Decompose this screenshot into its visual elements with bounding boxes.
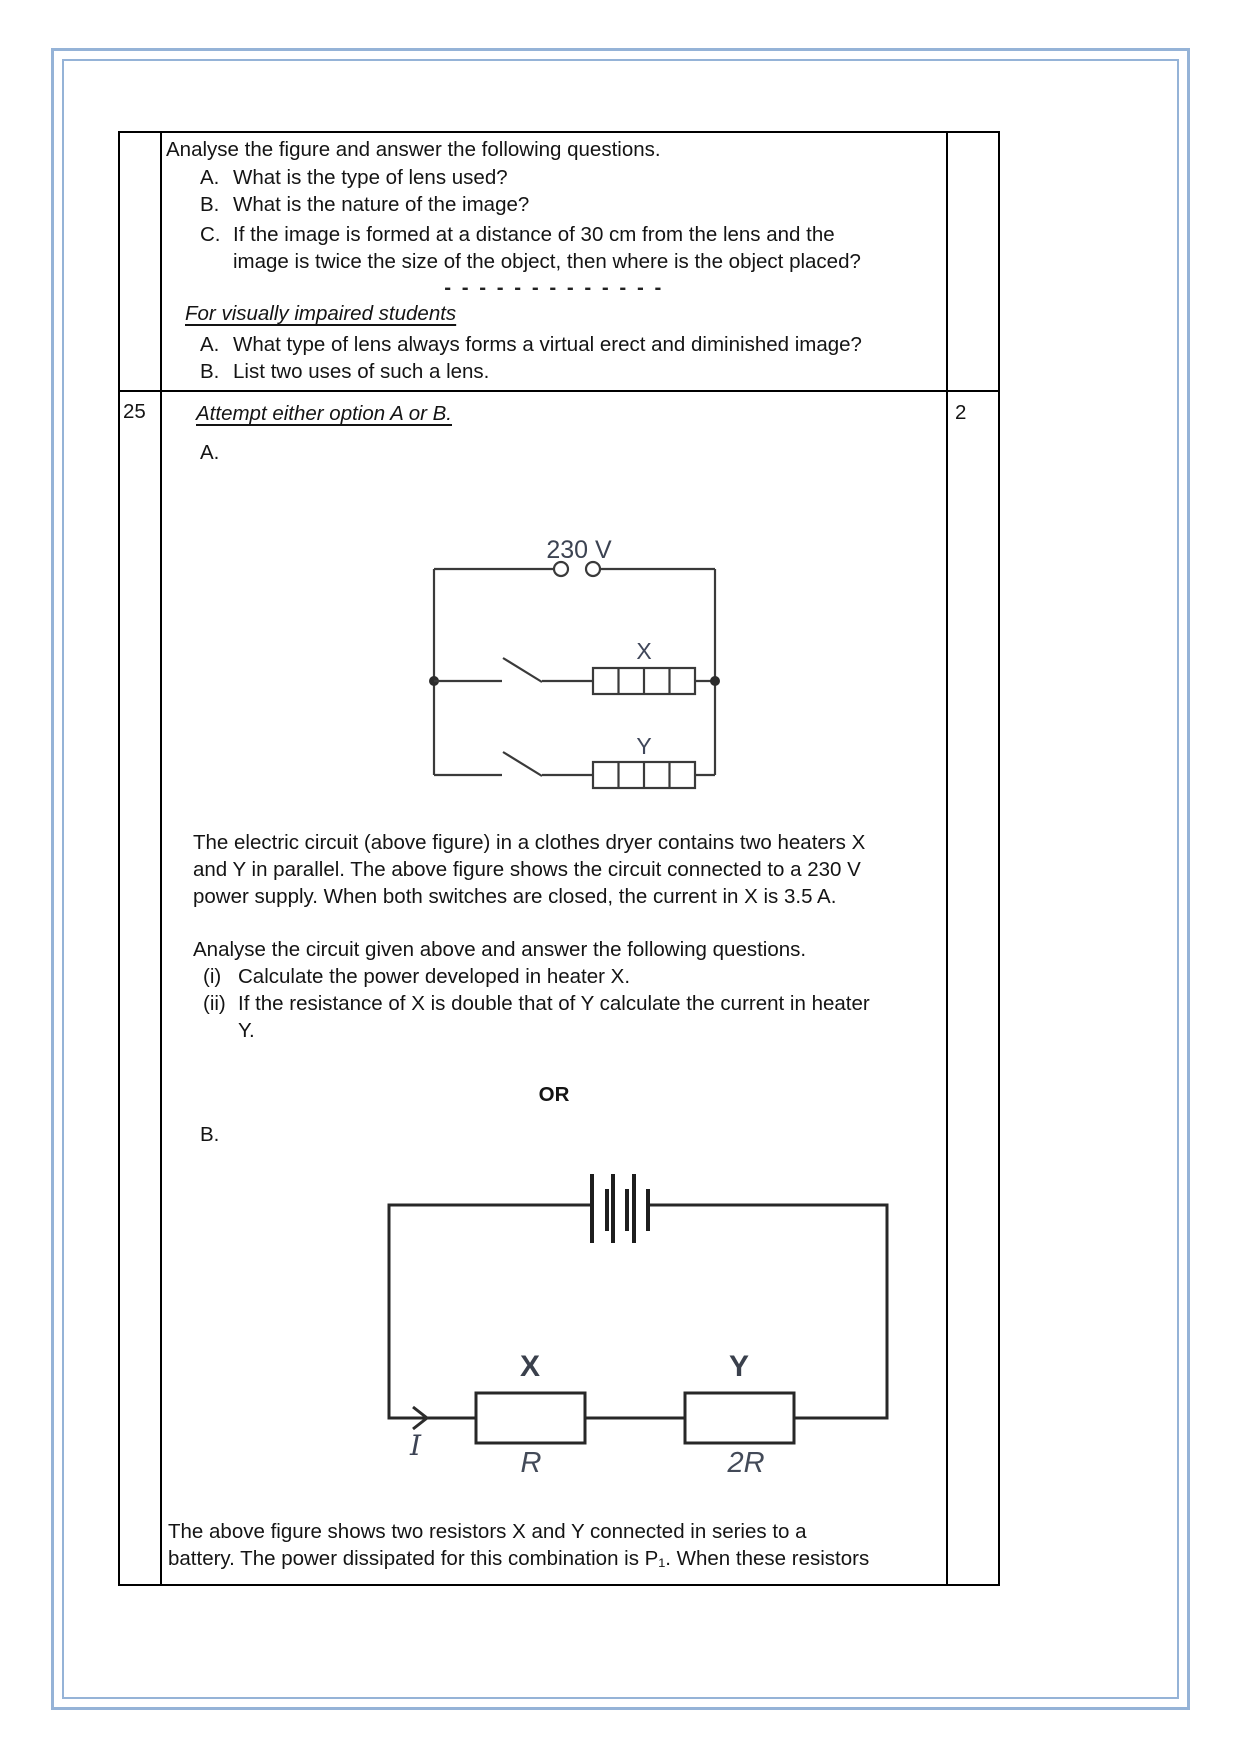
- switch-icon: [502, 751, 543, 777]
- resistance-y-value: 2R: [726, 1447, 764, 1479]
- marks-value: 2: [955, 401, 967, 424]
- q25-number-cell: 25: [120, 392, 162, 1584]
- wire-left: [387, 1203, 590, 1420]
- option-a-label: A.: [200, 441, 220, 464]
- q25-content-cell: Attempt either option A or B. A. 230 V X: [162, 392, 948, 1584]
- list-text: If the image is formed at a distance of …: [233, 223, 861, 273]
- option-b-label: B.: [200, 1123, 220, 1146]
- list-text: What is the type of lens used?: [233, 166, 508, 189]
- current-arrow-icon: [412, 1405, 430, 1431]
- supply-terminal-icon: [584, 560, 602, 578]
- current-label: I: [409, 1429, 422, 1462]
- resistor-y-symbol: [683, 1391, 796, 1445]
- q25a-paragraph: The electric circuit (above figure) in a…: [193, 831, 866, 908]
- list-text: If the resistance of X is double that of…: [238, 992, 870, 1042]
- list-marker: C.: [200, 223, 221, 246]
- circuit-a-diagram: 230 V X: [429, 536, 720, 790]
- list-marker: B.: [200, 193, 220, 216]
- or-separator: OR: [538, 1083, 570, 1106]
- q24-vi-item-b: B. List two uses of such a lens.: [200, 358, 489, 385]
- page-border-inner: [62, 59, 1179, 1699]
- heater-x-symbol: [591, 666, 697, 696]
- q25b-paragraph: The above figure shows two resistors X a…: [168, 1520, 870, 1570]
- page-border-outer: [51, 48, 1190, 1710]
- q24-number-cell: [120, 133, 162, 392]
- list-text: What type of lens always forms a virtual…: [233, 333, 862, 356]
- q24-marks-cell: [948, 133, 998, 392]
- list-text: List two uses of such a lens.: [233, 360, 490, 383]
- list-marker: A.: [200, 166, 220, 189]
- wire-right: [650, 1203, 889, 1420]
- resistance-x-value: R: [521, 1447, 542, 1479]
- junction-dot: [710, 676, 720, 686]
- q24-item-b: B. What is the nature of the image?: [200, 191, 529, 218]
- q25a-analyse-line: Analyse the circuit given above and answ…: [193, 938, 807, 961]
- q24-item-a: A. What is the type of lens used?: [200, 164, 508, 191]
- resistor-x-label: X: [520, 1350, 540, 1383]
- supply-voltage-label: 230 V: [546, 536, 612, 564]
- circuit-b-diagram: I X R Y 2R: [387, 1174, 889, 1479]
- supply-terminal-icon: [552, 560, 570, 578]
- question-number: 25: [123, 400, 146, 423]
- visually-impaired-heading: For visually impaired students: [185, 302, 457, 325]
- dashed-separator: - - - - - - - - - - - - -: [444, 276, 664, 299]
- question-table: Analyse the figure and answer the follow…: [118, 131, 1000, 1586]
- q24-content-cell: Analyse the figure and answer the follow…: [162, 133, 948, 392]
- list-marker: A.: [200, 333, 220, 356]
- q24-intro: Analyse the figure and answer the follow…: [166, 138, 661, 161]
- q25a-item-ii: (ii) If the resistance of X is double th…: [203, 990, 870, 1044]
- list-text: Calculate the power developed in heater …: [238, 965, 631, 988]
- heater-x-label: X: [636, 638, 651, 664]
- heater-y-label: Y: [636, 733, 651, 759]
- q25-marks-cell: 2: [948, 392, 998, 1584]
- list-text: What is the nature of the image?: [233, 193, 530, 216]
- list-marker: B.: [200, 360, 220, 383]
- battery-icon: [590, 1174, 650, 1243]
- switch-icon: [502, 657, 543, 683]
- resistor-y-label: Y: [729, 1350, 749, 1383]
- resistor-x-symbol: [474, 1391, 587, 1445]
- q25-heading: Attempt either option A or B.: [196, 402, 452, 425]
- list-marker: (ii): [203, 992, 226, 1015]
- heater-y-symbol: [591, 760, 697, 790]
- q24-item-c: C. If the image is formed at a distance …: [200, 221, 861, 275]
- q25a-item-i: (i) Calculate the power developed in hea…: [203, 963, 630, 990]
- list-marker: (i): [203, 965, 222, 988]
- q24-vi-item-a: A. What type of lens always forms a virt…: [200, 331, 862, 358]
